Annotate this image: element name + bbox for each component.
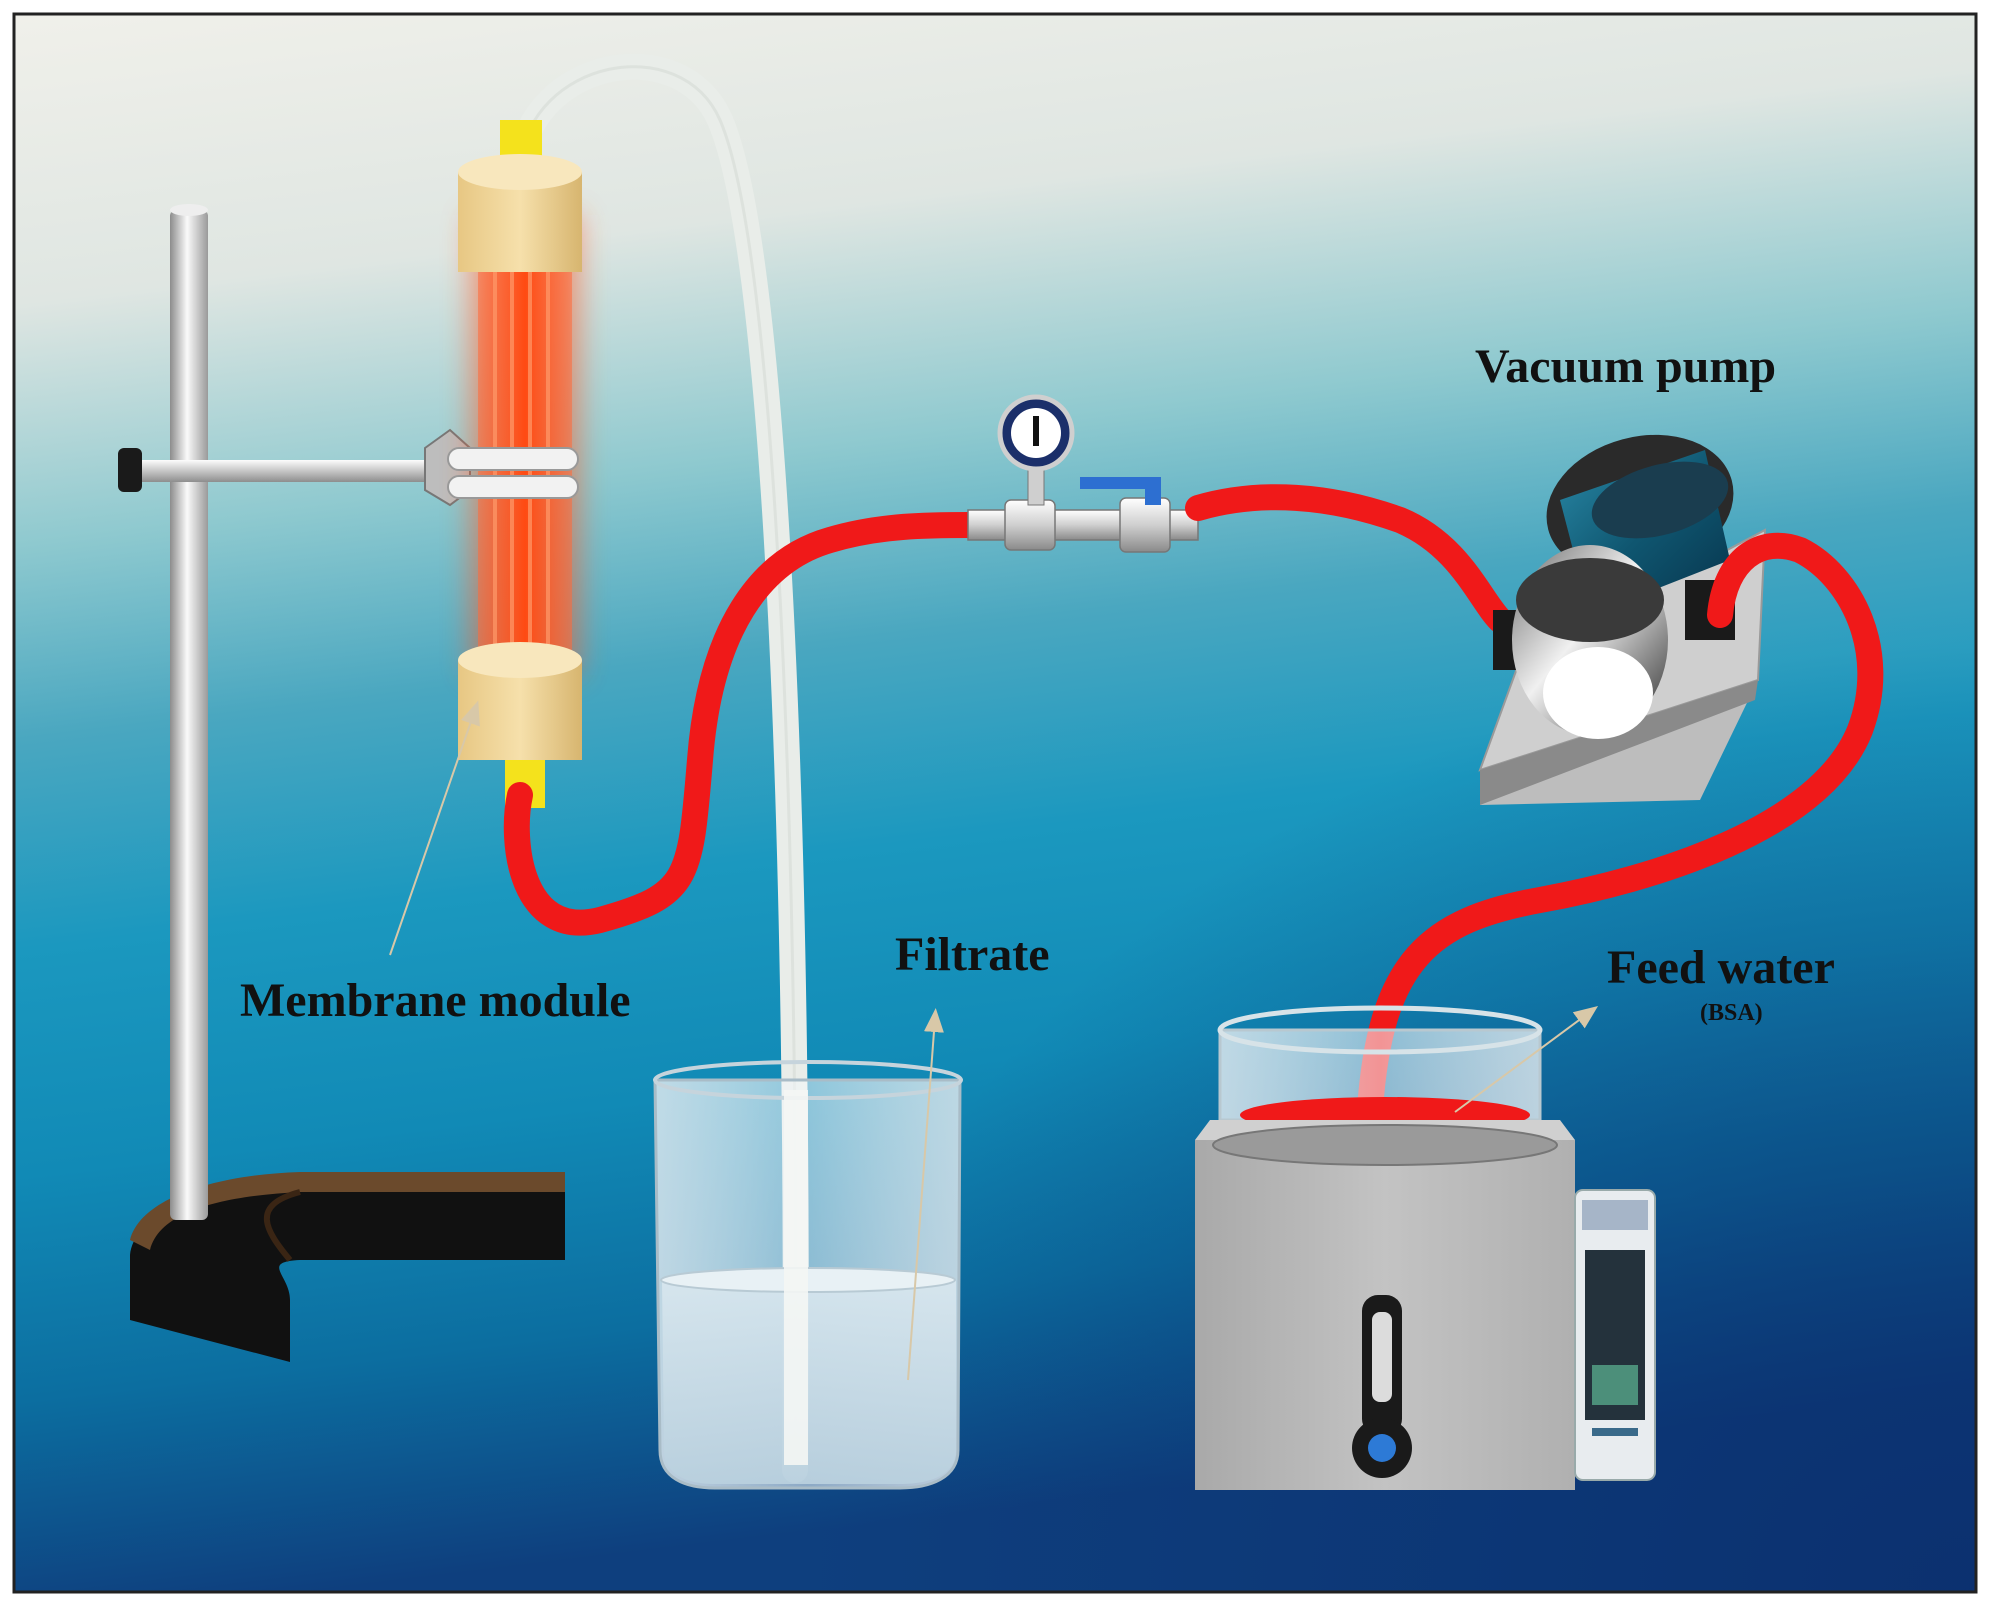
gauge-valve-assembly xyxy=(967,394,1199,553)
pressure-gauge-icon xyxy=(997,394,1075,472)
filtrate-tube xyxy=(507,53,809,1483)
stand-base xyxy=(130,1172,565,1362)
feed-water-pointer xyxy=(1454,1006,1599,1113)
filtrate-beaker xyxy=(653,1060,963,1490)
filtrate-pointer xyxy=(907,1008,944,1381)
vacuum-pump-label: Vacuum pump xyxy=(1475,340,1776,393)
stand-rod xyxy=(170,210,208,1220)
frame-border xyxy=(12,12,1978,1594)
feed-water-note: (BSA) xyxy=(1700,1000,1763,1026)
membrane-module-label: Membrane module xyxy=(240,974,631,1027)
background-shade xyxy=(14,14,1976,1592)
valve-handle-icon xyxy=(1080,477,1161,505)
knob-icon xyxy=(1352,1418,1412,1478)
feed-tube-pump-to-tank xyxy=(1357,532,1884,1123)
membrane-module-pointer xyxy=(389,700,480,956)
bath-lid xyxy=(1212,1124,1558,1166)
filtrate-label: Filtrate xyxy=(895,928,1050,981)
vacuum-pump xyxy=(1478,434,1767,805)
feed-tube-gauge-to-pump xyxy=(1185,484,1513,633)
feed-water-bath xyxy=(1195,1005,1656,1490)
feed-water-label: Feed water xyxy=(1607,941,1835,994)
feed-tube-module-to-gauge xyxy=(503,512,983,936)
clamp-ring xyxy=(447,475,579,499)
clamp-ring xyxy=(447,447,579,471)
filtrate-liquid xyxy=(662,1280,956,1484)
membrane-module xyxy=(447,120,582,808)
stand-rod-top xyxy=(170,204,208,216)
